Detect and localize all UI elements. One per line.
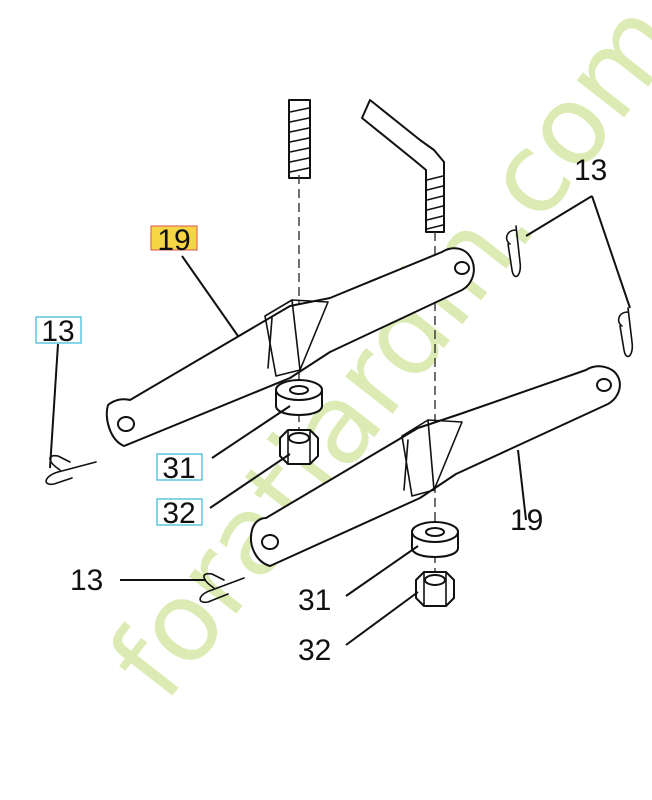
- washer-lower: [411, 521, 459, 558]
- link-arm-upper: [105, 247, 475, 447]
- callout-31-right[interactable]: 31: [298, 584, 331, 617]
- callout-13-bottom[interactable]: 13: [70, 564, 103, 597]
- callout-32-left[interactable]: 32: [156, 497, 203, 530]
- hair-pin-clip-bottom: [199, 572, 245, 604]
- leader-lines: [49, 195, 631, 646]
- hair-pin-clip-right-top: [505, 225, 522, 278]
- callout-19-highlighted[interactable]: 19: [150, 224, 198, 257]
- callout-13-left[interactable]: 13: [35, 315, 82, 348]
- nut-upper: [279, 429, 319, 465]
- nut-lower: [415, 571, 455, 607]
- callout-19-highlighted-label: 19: [157, 224, 190, 257]
- callout-32-right[interactable]: 32: [298, 634, 331, 667]
- callout-13-right[interactable]: 13: [574, 154, 607, 187]
- threaded-rod-right: [361, 99, 445, 233]
- threaded-rod-left: [288, 99, 311, 179]
- link-arm-lower: [250, 365, 621, 567]
- callout-13-left-label: 13: [41, 315, 74, 348]
- callout-31-left[interactable]: 31: [156, 452, 203, 485]
- callout-19-right[interactable]: 19: [510, 504, 543, 537]
- hair-pin-clip-right-bottom: [617, 307, 634, 358]
- callout-32-left-label: 32: [162, 497, 195, 530]
- hair-pin-clip-left: [45, 454, 97, 486]
- callout-31-left-label: 31: [162, 452, 195, 485]
